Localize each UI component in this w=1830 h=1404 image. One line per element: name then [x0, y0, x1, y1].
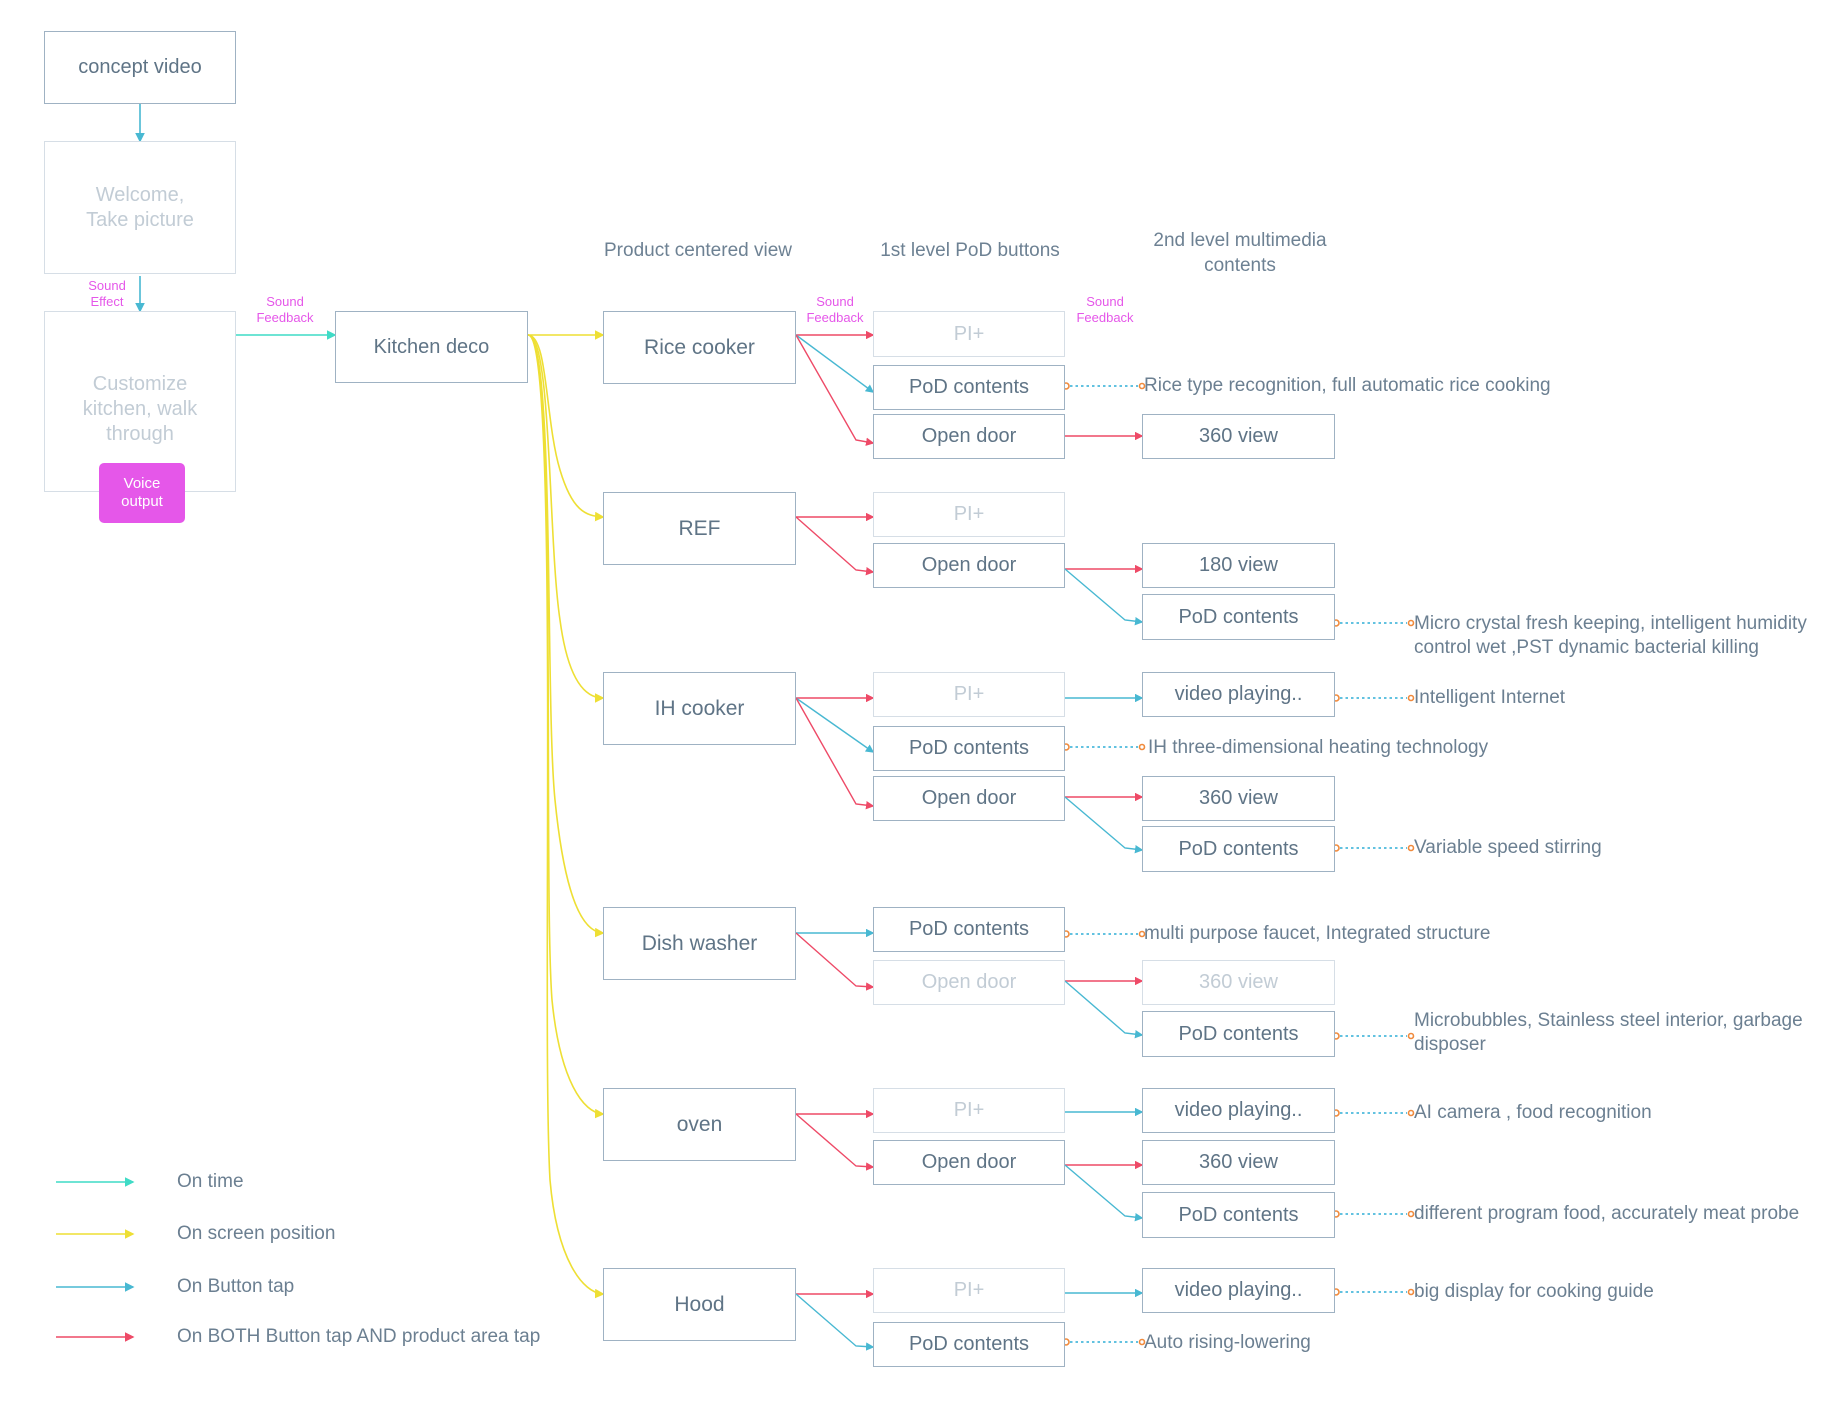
desc-variable-speed-stirring: Variable speed stirring — [1414, 837, 1602, 858]
hood-video-playing[interactable]: video playing.. — [1142, 1268, 1335, 1313]
dish-washer-pod-contents-button[interactable]: PoD contents — [873, 907, 1065, 952]
product-rice-cooker[interactable]: Rice cooker — [603, 311, 796, 384]
sound-effect-label: Sound Effect — [88, 278, 126, 309]
ref-pod-contents[interactable]: PoD contents — [1142, 594, 1335, 640]
oven-pod-contents[interactable]: PoD contents — [1142, 1192, 1335, 1238]
legend-on-both-tap: On BOTH Button tap AND product area tap — [177, 1326, 541, 1347]
desc-multi-purpose-faucet: multi purpose faucet, Integrated structu… — [1144, 923, 1491, 944]
desc-microbubbles-line-2: disposer — [1414, 1034, 1486, 1055]
rice-cooker-open-door-button[interactable]: Open door — [873, 414, 1065, 459]
ih-cooker-open-door-button[interactable]: Open door — [873, 776, 1065, 821]
ref-180-view[interactable]: 180 view — [1142, 543, 1335, 588]
sound-feedback-label-2: Sound Feedback — [806, 294, 864, 325]
oven-video-playing[interactable]: video playing.. — [1142, 1088, 1335, 1133]
desc-big-display: big display for cooking guide — [1414, 1281, 1654, 1302]
oven-open-door-button[interactable]: Open door — [873, 1140, 1065, 1185]
product-dish-washer[interactable]: Dish washer — [603, 907, 796, 980]
welcome-take-picture-box[interactable]: Welcome, Take picture — [44, 141, 236, 274]
hood-pi-plus-button[interactable]: PI+ — [873, 1268, 1065, 1313]
legend-on-button-tap: On Button tap — [177, 1276, 295, 1297]
column-header-product: Product centered view — [604, 240, 792, 261]
oven-pi-plus-button[interactable]: PI+ — [873, 1088, 1065, 1133]
ih-cooker-pi-plus-button[interactable]: PI+ — [873, 672, 1065, 717]
dish-washer-360-view[interactable]: 360 view — [1142, 960, 1335, 1005]
ref-pi-plus-button[interactable]: PI+ — [873, 492, 1065, 537]
ref-open-door-button[interactable]: Open door — [873, 543, 1065, 588]
legend-on-time: On time — [177, 1171, 244, 1192]
concept-video-box[interactable]: concept video — [44, 31, 236, 104]
ih-cooker-360-view[interactable]: 360 view — [1142, 776, 1335, 821]
sound-feedback-label-3: Sound Feedback — [1076, 294, 1134, 325]
product-oven[interactable]: oven — [603, 1088, 796, 1161]
voice-output-badge: Voice output — [99, 463, 185, 523]
desc-ai-camera: AI camera , food recognition — [1414, 1102, 1652, 1123]
desc-different-program-food: different program food, accurately meat … — [1414, 1203, 1800, 1224]
sound-feedback-label-1: Sound Feedback — [256, 294, 314, 325]
legend-on-screen-position: On screen position — [177, 1223, 336, 1244]
ih-cooker-pod-contents[interactable]: PoD contents — [1142, 826, 1335, 872]
desc-microbubbles-line-1: Microbubbles, Stainless steel interior, … — [1414, 1010, 1803, 1031]
desc-micro-crystal-line-2: control wet ,PST dynamic bacterial killi… — [1414, 637, 1759, 658]
desc-ih-heating: IH three-dimensional heating technology — [1148, 737, 1489, 758]
oven-360-view[interactable]: 360 view — [1142, 1140, 1335, 1185]
column-header-first-level: 1st level PoD buttons — [880, 240, 1060, 261]
dish-washer-open-door-button[interactable]: Open door — [873, 960, 1065, 1005]
rice-cooker-pi-plus-button[interactable]: PI+ — [873, 311, 1065, 357]
column-header-second-level: 2nd level multimedia contents — [1153, 230, 1327, 276]
customize-kitchen-box[interactable]: Customize kitchen, walk through — [44, 311, 236, 492]
product-hood[interactable]: Hood — [603, 1268, 796, 1341]
ih-cooker-pod-contents-button[interactable]: PoD contents — [873, 726, 1065, 771]
customize-kitchen-label: Customize kitchen, walk through — [82, 373, 198, 445]
hood-pod-contents-button[interactable]: PoD contents — [873, 1322, 1065, 1367]
product-ih-cooker[interactable]: IH cooker — [603, 672, 796, 745]
desc-rice-type-recognition: Rice type recognition, full automatic ri… — [1144, 375, 1551, 396]
kitchen-deco-box[interactable]: Kitchen deco — [335, 311, 528, 383]
rice-cooker-pod-contents-button[interactable]: PoD contents — [873, 365, 1065, 410]
dish-washer-pod-contents[interactable]: PoD contents — [1142, 1011, 1335, 1057]
desc-auto-rising-lowering: Auto rising-lowering — [1144, 1332, 1311, 1353]
ih-cooker-video-playing[interactable]: video playing.. — [1142, 672, 1335, 717]
rice-cooker-360-view[interactable]: 360 view — [1142, 414, 1335, 459]
desc-intelligent-internet: Intelligent Internet — [1414, 687, 1566, 708]
desc-micro-crystal-line-1: Micro crystal fresh keeping, intelligent… — [1414, 613, 1807, 634]
product-ref[interactable]: REF — [603, 492, 796, 565]
